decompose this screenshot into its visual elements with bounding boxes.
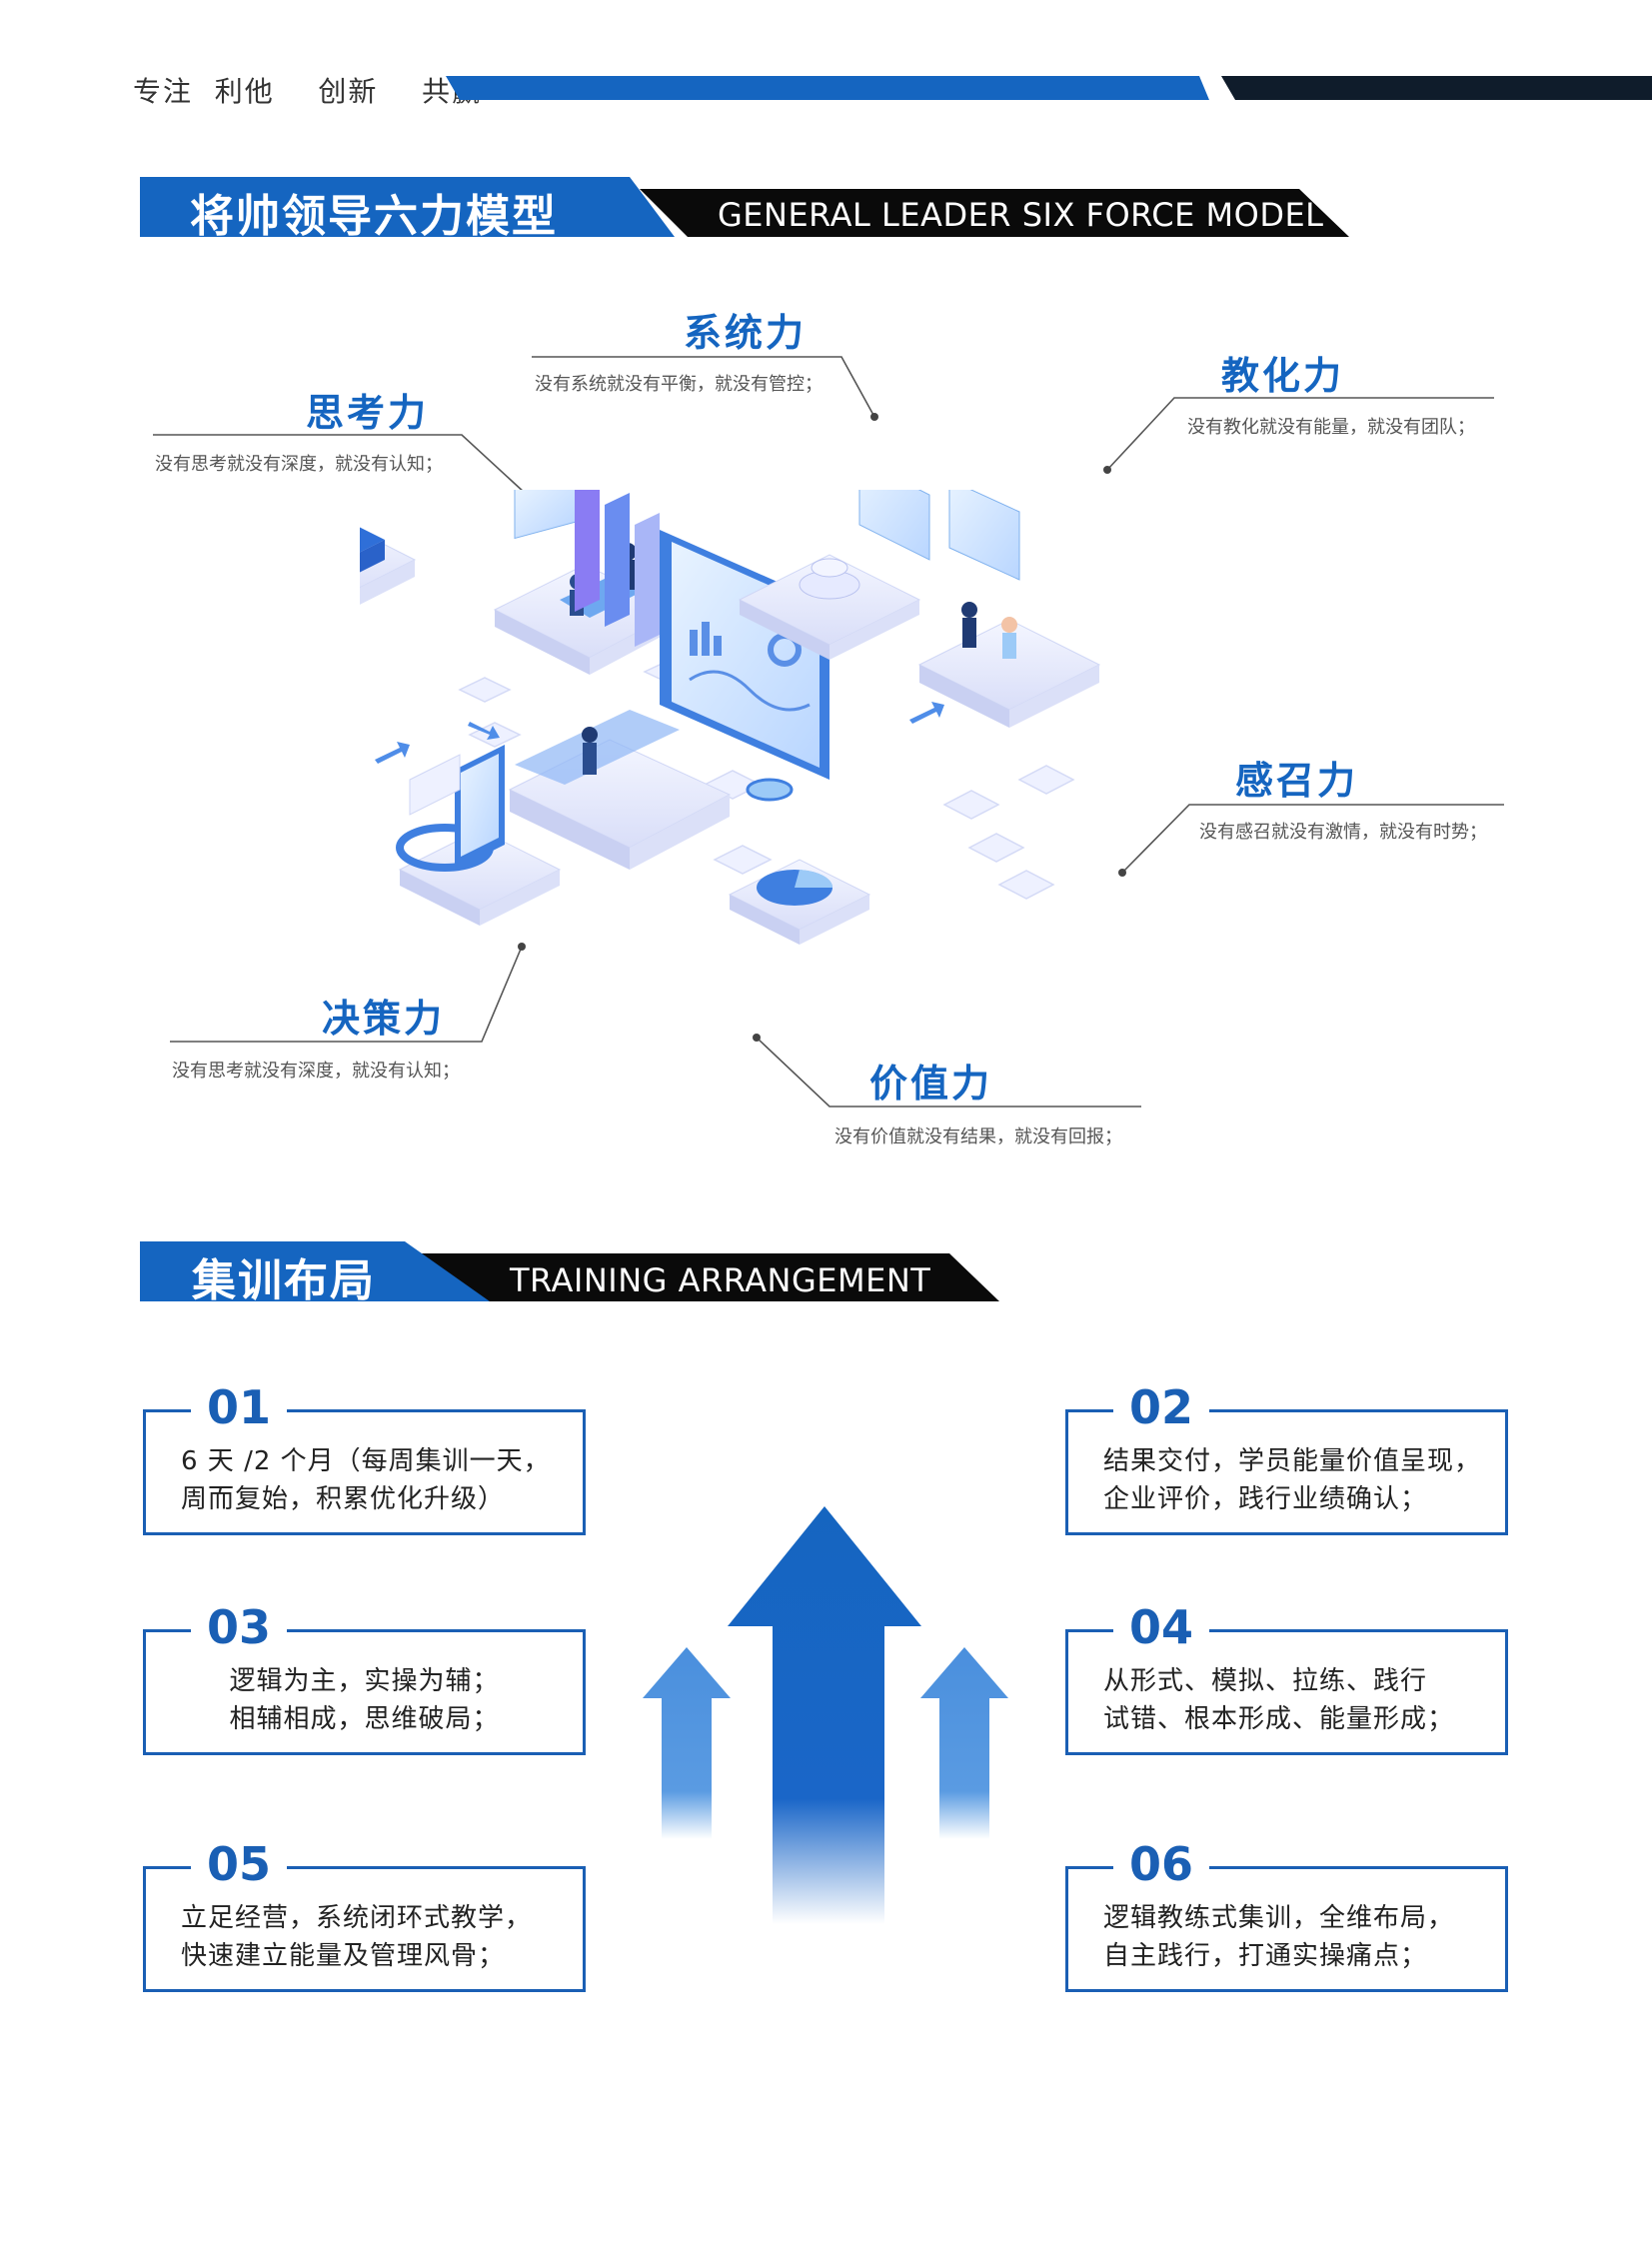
training-box-01: 01 6 天 /2 个月（每周集训一天， 周而复始，积累优化升级） [143,1372,586,1535]
force-title-system: 系统力 [684,311,808,355]
training-line: 企业评价，践行业绩确认； [1103,1484,1428,1514]
training-line: 试错、根本形成、能量形成； [1103,1704,1455,1734]
top-decor-bar [446,76,1652,100]
force-desc-education: 没有教化就没有能量，就没有团队； [1187,417,1475,438]
training-num: 05 [191,1829,288,1899]
force-title-value: 价值力 [869,1062,993,1106]
force-title-decision: 决策力 [322,997,446,1041]
training-text: 逻辑为主，实操为辅； 相辅相成，思维破局； [146,1662,583,1738]
training-box-03: 03 逻辑为主，实操为辅； 相辅相成，思维破局； [143,1592,586,1755]
training-text: 立足经营，系统闭环式教学， 快速建立能量及管理风骨； [181,1899,563,1975]
force-desc-value: 没有价值就没有结果，就没有回报； [834,1126,1122,1147]
force-desc-inspiration: 没有感召就没有激情，就没有时势； [1199,822,1487,843]
training-line: 结果交付，学员能量价值呈现， [1103,1446,1482,1476]
isometric-business-illustration [360,490,1101,945]
training-box-02: 02 结果交付，学员能量价值呈现， 企业评价，践行业绩确认； [1065,1372,1508,1535]
section1-subtitle: GENERAL LEADER SIX FORCE MODEL [718,196,1324,234]
force-title-education: 教化力 [1221,354,1345,398]
training-line: 相辅相成，思维破局； [229,1704,500,1734]
training-num: 03 [191,1592,288,1662]
training-line: 周而复始，积累优化升级） [181,1484,506,1514]
force-title-thinking: 思考力 [306,391,430,435]
training-text: 6 天 /2 个月（每周集训一天， 周而复始，积累优化升级） [181,1442,563,1518]
force-desc-thinking: 没有思考就没有深度，就没有认知； [155,454,443,475]
force-title-inspiration: 感召力 [1235,759,1359,803]
training-line: 逻辑教练式集训，全维布局， [1103,1903,1455,1933]
section2-header-bg [140,1241,999,1301]
training-line: 立足经营，系统闭环式教学， [181,1903,533,1933]
training-num: 01 [191,1372,288,1442]
training-num: 04 [1113,1592,1210,1662]
force-leader-lines [153,356,1504,1108]
force-desc-system: 没有系统就没有平衡，就没有管控； [535,374,823,395]
growth-arrows [643,1506,1008,1924]
training-text: 结果交付，学员能量价值呈现， 企业评价，践行业绩确认； [1103,1442,1485,1518]
training-line: 自主践行，打通实操痛点； [1103,1941,1428,1971]
training-line: 快速建立能量及管理风骨； [181,1941,506,1971]
training-text: 从形式、模拟、拉练、践行 试错、根本形成、能量形成； [1103,1662,1485,1738]
section1-header-bg [140,177,1349,237]
training-num: 06 [1113,1829,1210,1899]
training-box-04: 04 从形式、模拟、拉练、践行 试错、根本形成、能量形成； [1065,1592,1508,1755]
section2-subtitle: TRAINING ARRANGEMENT [510,1261,931,1299]
training-line: 从形式、模拟、拉练、践行 [1103,1666,1428,1696]
section2-title: 集训布局 [192,1255,376,1306]
training-line: 逻辑为主，实操为辅； [229,1666,500,1696]
training-box-05: 05 立足经营，系统闭环式教学， 快速建立能量及管理风骨； [143,1829,586,1992]
section1-title: 将帅领导六力模型 [190,191,558,242]
force-desc-decision: 没有思考就没有深度，就没有认知； [172,1061,460,1082]
training-line: 6 天 /2 个月（每周集训一天， [181,1446,551,1476]
training-num: 02 [1113,1372,1210,1442]
training-text: 逻辑教练式集训，全维布局， 自主践行，打通实操痛点； [1103,1899,1485,1975]
training-box-06: 06 逻辑教练式集训，全维布局， 自主践行，打通实操痛点； [1065,1829,1508,1992]
